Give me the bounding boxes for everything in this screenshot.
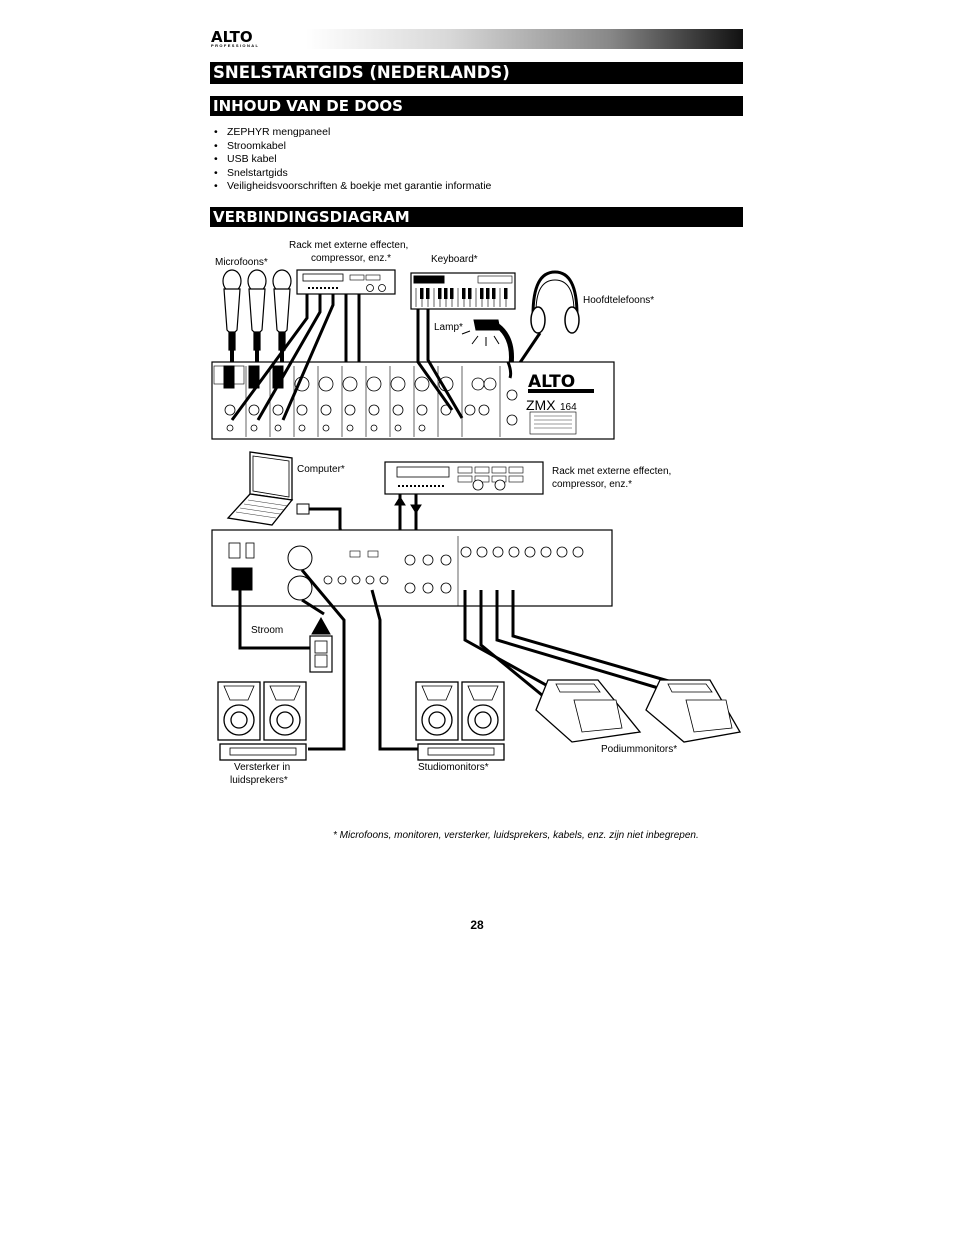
mixer-brand-badge: ALTO ZMX 164 [526,372,594,413]
mixer-rear-panel [211,529,613,607]
label-microphones: Microfoons* [215,257,268,268]
page-number: 28 [470,918,484,932]
label-stage-monitors: Podiummonitors* [601,744,678,755]
label-lamp: Lamp* [434,322,463,333]
alto-logo: ALTO PROFESSIONAL [211,28,271,48]
label-studio-monitors: Studiomonitors* [418,762,489,773]
logo-text: ALTO [211,28,253,46]
power-cable [231,567,333,673]
pa-speakers-icon [217,681,307,761]
mixer-model-number: 164 [560,402,577,413]
main-output-cables [300,569,673,751]
label-rack-bottom-line2: compressor, enz.* [552,479,633,490]
list-item: USB kabel [212,153,491,167]
microphone-icons [222,269,292,362]
keyboard-icon [410,272,516,310]
page-title: SNELSTARTGIDS (NEDERLANDS) [210,62,743,84]
effects-rack-bottom [384,461,544,495]
label-rack-bottom-line1: Rack met externe effecten, [552,466,672,477]
headphones-icon [511,270,580,374]
effects-rack-top [296,269,396,295]
list-item: ZEPHYR mengpaneel [212,126,491,140]
footnote: * Microfoons, monitoren, versterker, lui… [333,830,699,841]
stage-monitors-icon [535,679,742,743]
label-rack-top-line2: compressor, enz.* [311,253,392,264]
list-item: Snelstartgids [212,167,491,181]
mixer-brand: ALTO [528,372,575,392]
header-gradient-bar [210,29,743,49]
studio-monitors-icon [415,681,505,761]
label-rack-top-line1: Rack met externe effecten, [289,240,409,251]
label-power: Stroom [251,625,284,636]
label-computer: Computer* [297,464,345,475]
box-contents-list: ZEPHYR mengpaneel Stroomkabel USB kabel … [212,126,491,194]
label-amp-speakers-line1: Versterker in [234,762,291,773]
label-amp-speakers-line2: luidsprekers* [230,775,288,786]
list-item: Stroomkabel [212,140,491,154]
mixer-model: ZMX [526,397,556,413]
label-headphones: Hoofdtelefoons* [583,295,655,306]
contents-heading: INHOUD VAN DE DOOS [210,96,743,116]
diagram-heading: VERBINDINGSDIAGRAM [210,207,743,227]
logo-subtext: PROFESSIONAL [211,43,260,48]
top-cables [230,294,513,421]
list-item: Veiligheidsvoorschriften & boekje met ga… [212,180,491,194]
label-keyboard: Keyboard* [431,254,478,265]
laptop-icon [226,451,294,526]
